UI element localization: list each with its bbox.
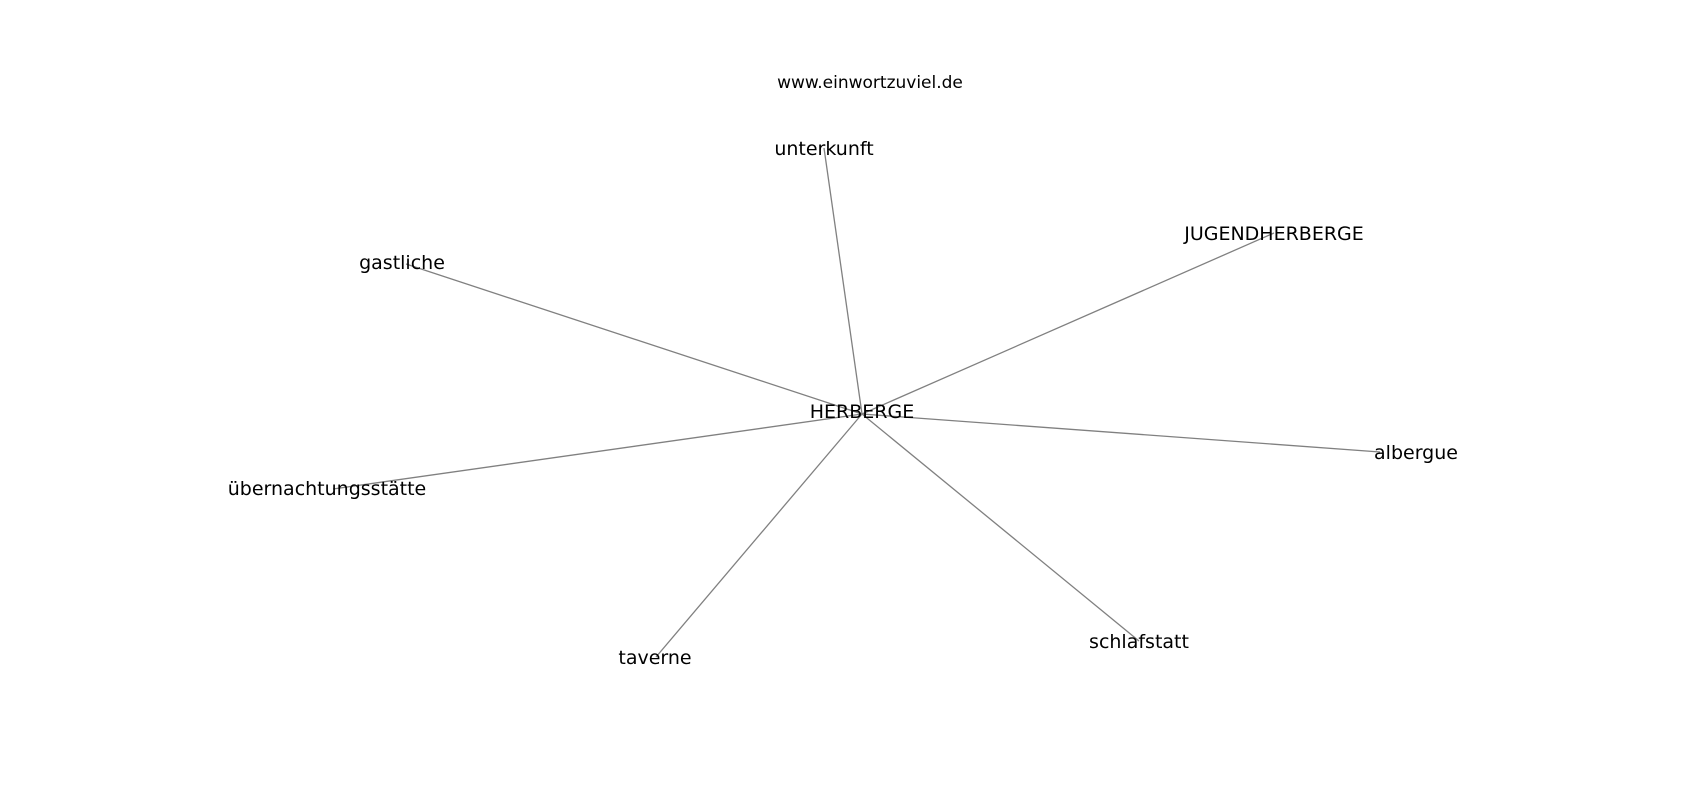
edge-schlafstatt	[861, 413, 1140, 642]
node-gastliche: gastliche	[359, 252, 445, 274]
watermark-text: www.einwortzuviel.de	[777, 73, 963, 93]
node-albergue: albergue	[1374, 442, 1458, 464]
edge-albergue	[861, 413, 1381, 453]
node-center-herberge: HERBERGE	[810, 401, 914, 423]
node-uebernachtungsstaette: übernachtungsstätte	[228, 478, 427, 500]
edge-uebernachtungsstaette	[332, 413, 863, 490]
edge-gastliche	[405, 263, 863, 415]
edge-jugendherberge	[861, 232, 1275, 415]
edge-taverne	[655, 413, 863, 658]
edge-unterkunft	[823, 147, 863, 415]
edge-group	[332, 147, 1381, 658]
node-taverne: taverne	[618, 647, 691, 669]
node-schlafstatt: schlafstatt	[1089, 631, 1189, 653]
node-unterkunft: unterkunft	[774, 138, 873, 160]
node-jugendherberge: JUGENDHERBERGE	[1183, 223, 1364, 245]
node-labels: HERBERGE unterkunft JUGENDHERBERGE gastl…	[228, 138, 1458, 669]
